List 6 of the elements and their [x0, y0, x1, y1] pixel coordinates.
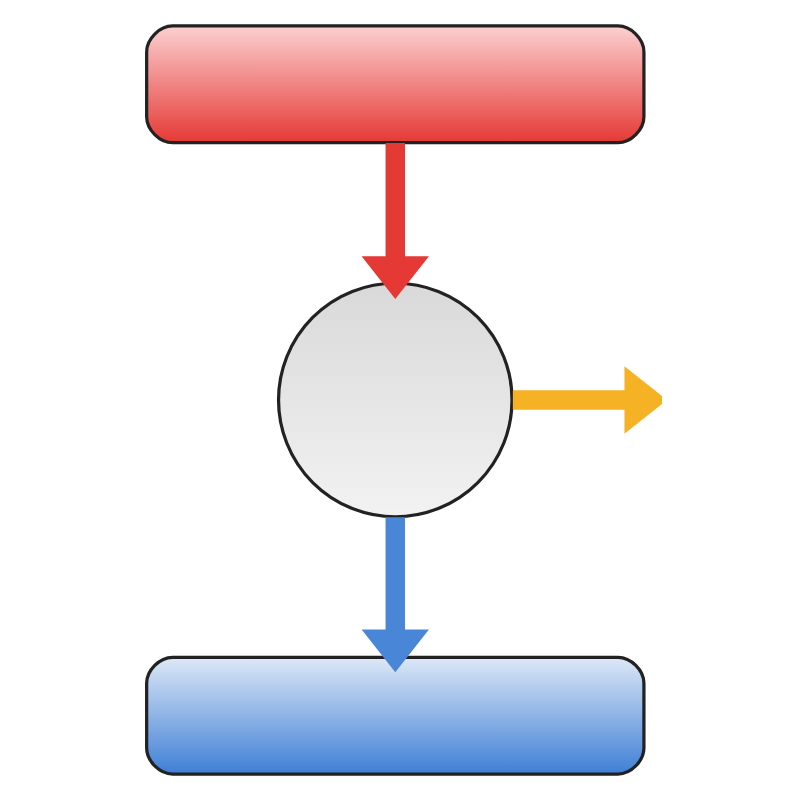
node-box: [145, 24, 646, 145]
arrow: [361, 517, 429, 673]
node-circle: [276, 281, 514, 519]
arrow: [512, 366, 662, 434]
node-box: [145, 655, 646, 776]
arrow: [361, 142, 429, 299]
